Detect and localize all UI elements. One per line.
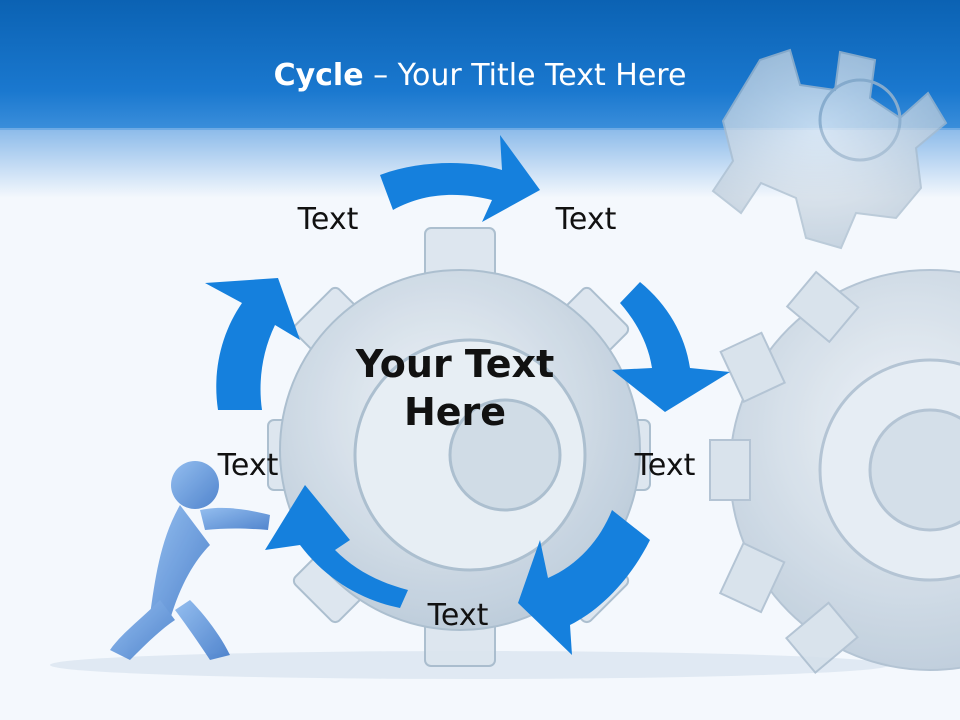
- cycle-label-4: Text: [427, 598, 489, 633]
- curved-arrow-icon: [205, 278, 300, 410]
- title-bold: Cycle: [273, 58, 364, 93]
- center-line-2: Here: [403, 390, 507, 434]
- curved-arrow-icon: [265, 485, 408, 608]
- center-text: Your Text Here: [340, 340, 570, 436]
- cycle-label-2: Text: [555, 202, 617, 237]
- title-rest: – Your Title Text Here: [363, 58, 687, 93]
- cycle-label-5: Text: [217, 448, 279, 483]
- curved-arrow-icon: [518, 510, 650, 655]
- slide-title: Cycle – Your Title Text Here: [0, 56, 960, 96]
- cycle-label-3: Text: [634, 448, 696, 483]
- cycle-label-1: Text: [297, 202, 359, 237]
- person-pushing-icon: [110, 461, 270, 660]
- center-line-1: Your Text: [355, 342, 555, 386]
- gear-icon: [267, 227, 651, 667]
- curved-arrow-icon: [380, 135, 540, 222]
- gear-icon: [709, 269, 960, 675]
- cycle-arrows: [205, 135, 730, 655]
- gear-icon: [711, 48, 948, 250]
- curved-arrow-icon: [612, 282, 730, 412]
